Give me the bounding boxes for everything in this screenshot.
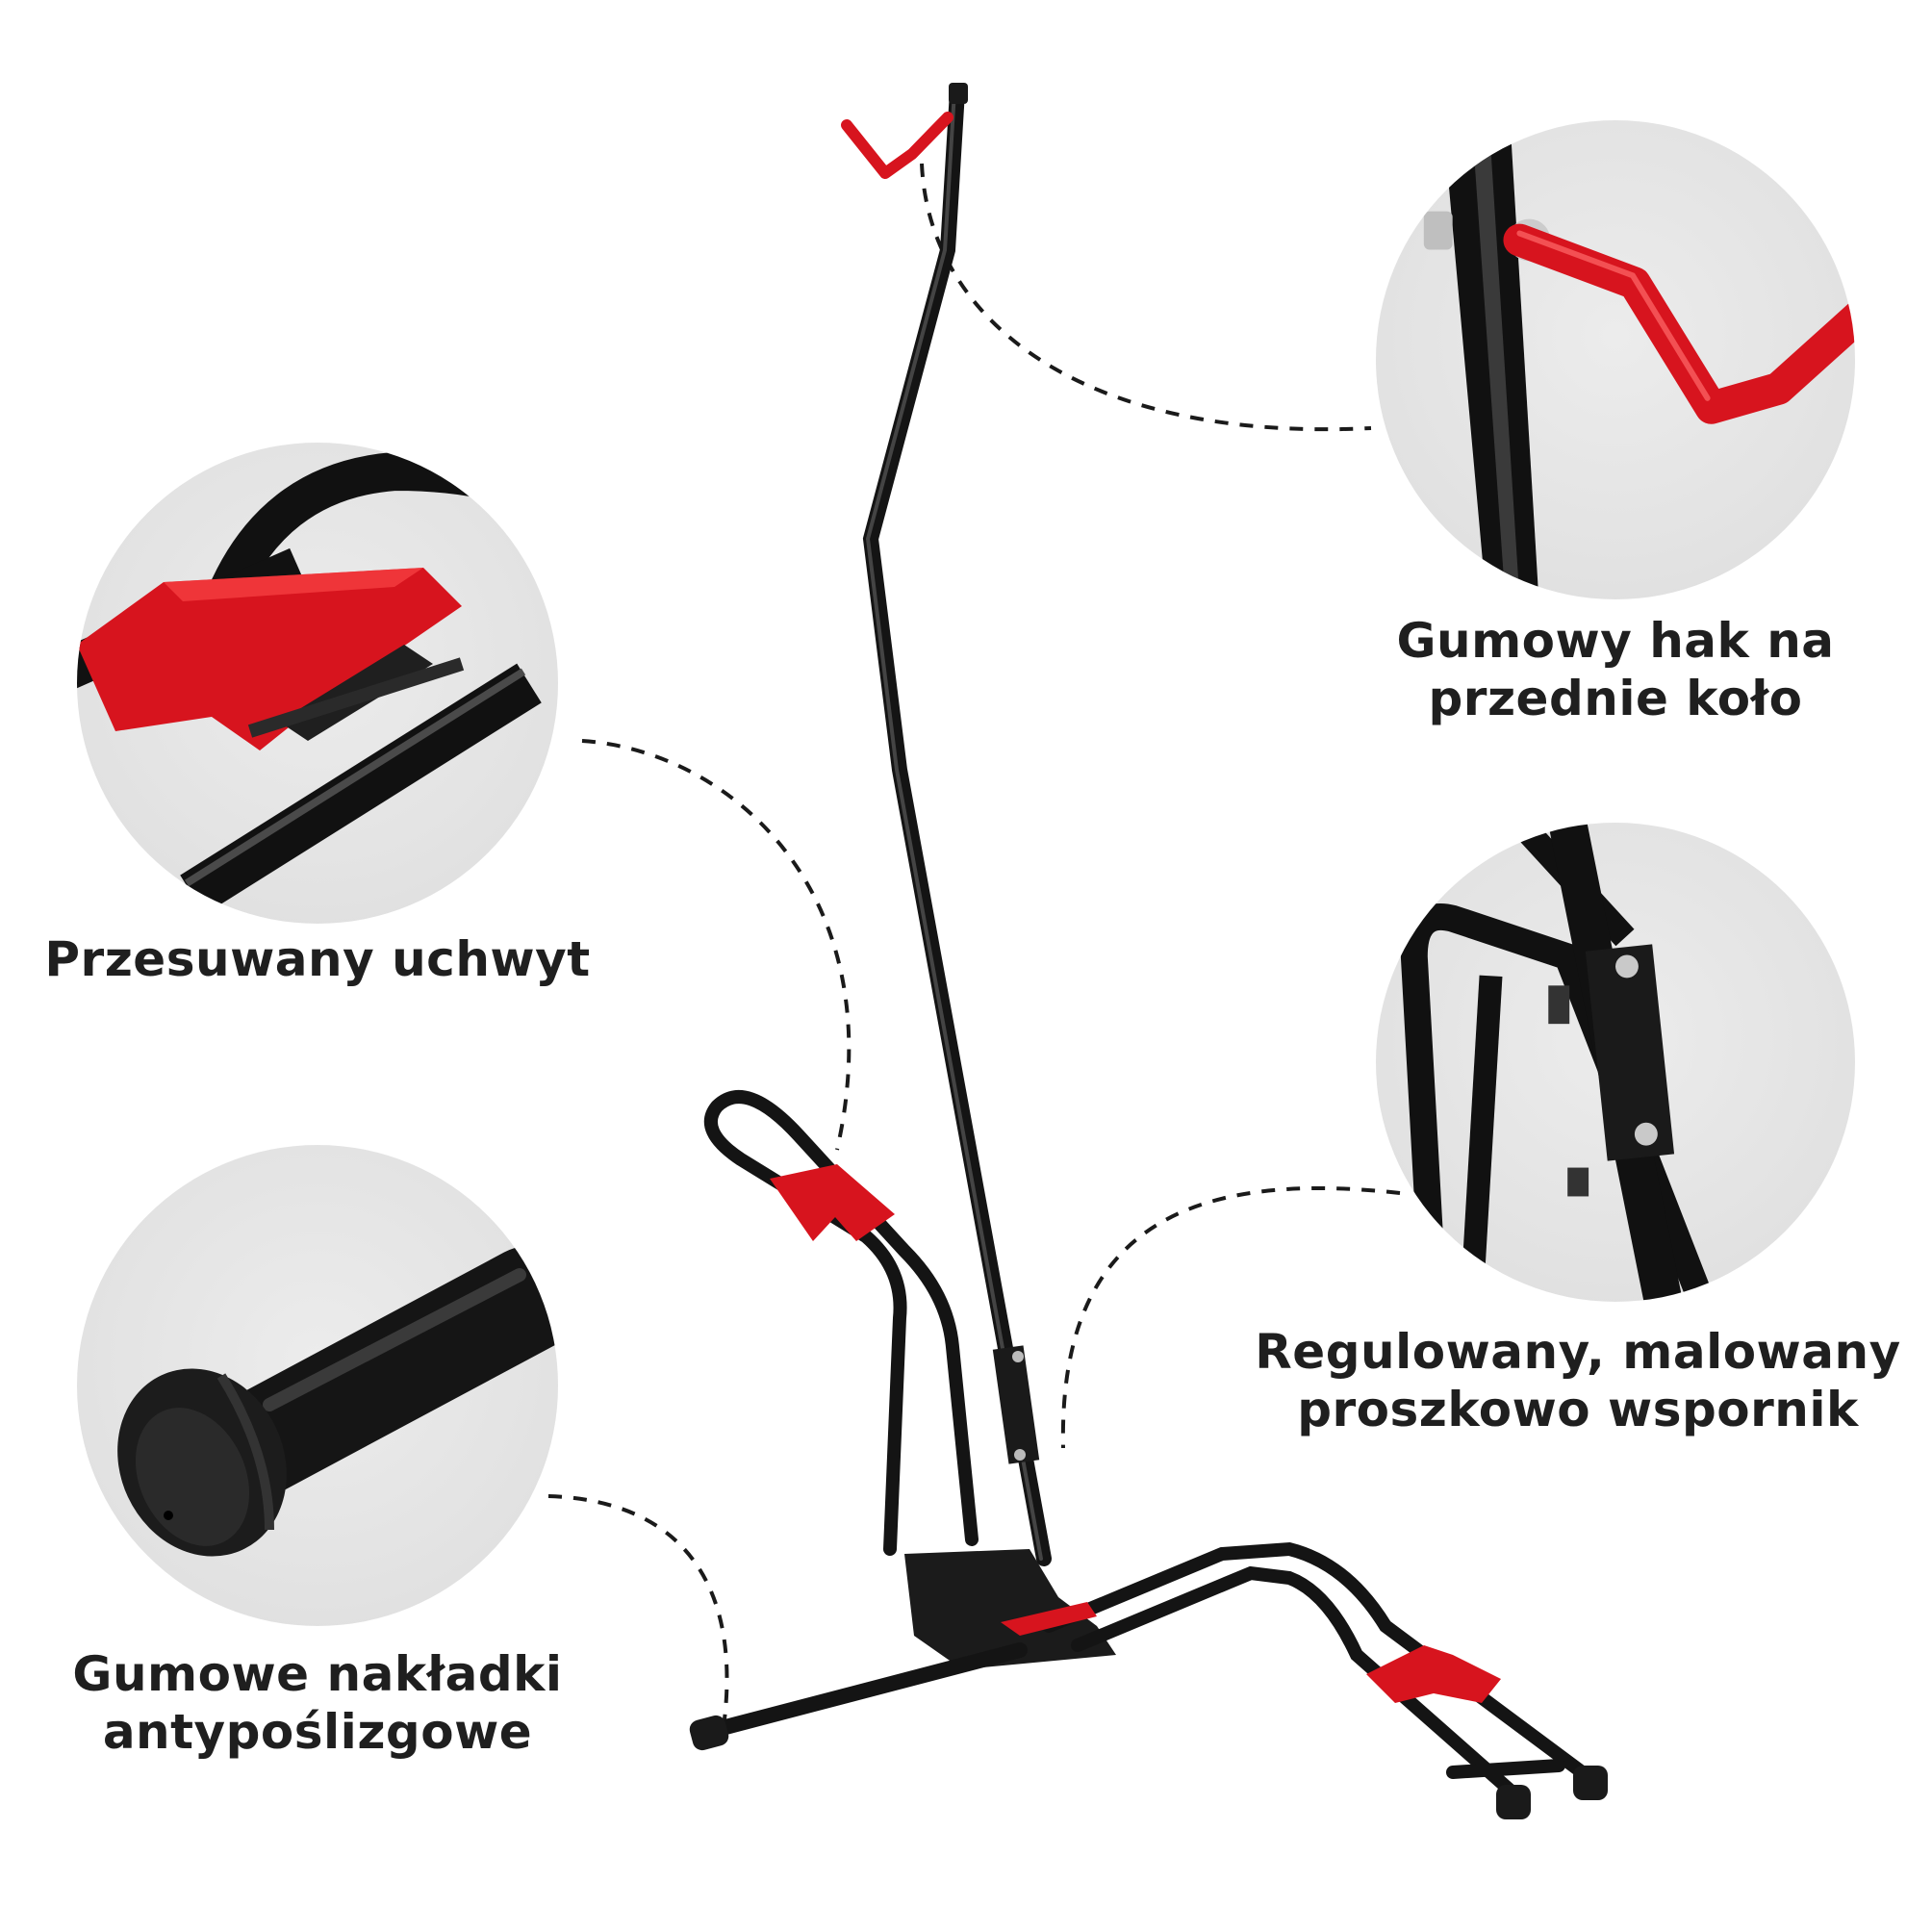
zoom-circle-hook [1376,120,1855,599]
caption-bracket: Regulowany, malowany proszkowo wspornik [1241,1323,1915,1438]
caption-cap-line-2: antypoślizgowe [102,1704,533,1760]
hook-detail-image [1423,120,1855,599]
base-leg-left [699,1642,1028,1740]
pole-top-cap [949,83,968,104]
bracket-detail-image [1400,823,1715,1302]
connector-cap [547,1494,729,1728]
zoom-circle-handle [77,443,558,924]
caption-hook-line-2: przednie koło [1428,671,1803,726]
front-loop [703,1090,979,1556]
base-block [904,1549,1116,1669]
caption-hook-line-1: Gumowy hak na [1396,613,1835,669]
bracket-plate [992,1345,1040,1464]
connector-lines [547,163,1401,1728]
cap-detail-image [117,1246,558,1557]
base-pad [1001,1602,1097,1636]
connector-bracket [1060,1186,1401,1449]
handle-detail-image [77,451,558,915]
caption-handle: Przesuwany uchwyt [38,930,597,988]
top-hook [841,112,953,179]
rear-wheel-rails [1042,1541,1599,1806]
zoom-circle-bracket [1376,823,1855,1302]
caption-hook: Gumowy hak na przednie koło [1376,612,1855,727]
rear-cap-2 [1573,1766,1608,1800]
zoom-circle-cap [77,1145,558,1626]
connector-hook [920,163,1372,432]
main-pole [862,84,1052,1566]
handle-block [770,1164,895,1241]
caption-bracket-line-1: Regulowany, malowany [1255,1324,1901,1380]
base-cap-left [689,1715,729,1751]
caption-cap-line-1: Gumowe nakładki [72,1646,563,1702]
rear-cradle [1366,1645,1501,1703]
caption-bracket-line-2: proszkowo wspornik [1297,1382,1859,1437]
caption-handle-line-1: Przesuwany uchwyt [44,931,591,987]
rear-cap-1 [1496,1785,1531,1819]
caption-cap: Gumowe nakładki antypoślizgowe [58,1645,577,1761]
connector-handle [581,739,852,1151]
